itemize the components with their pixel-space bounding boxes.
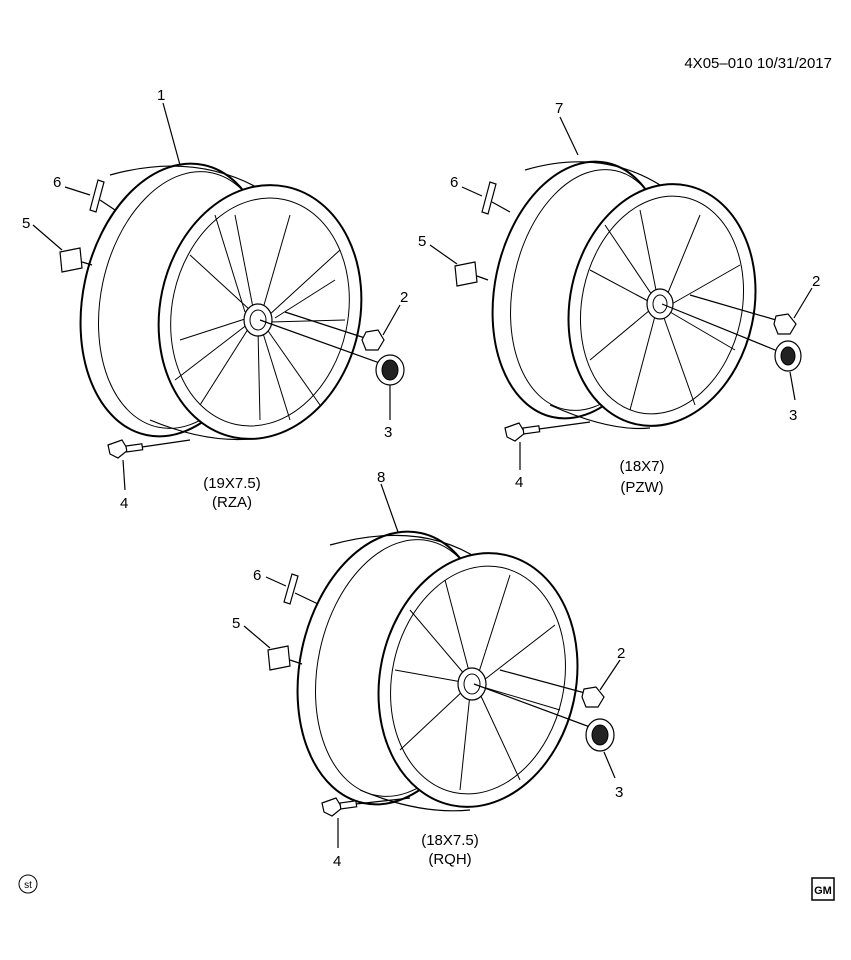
- wheel-8-face: [377, 552, 579, 808]
- callout-5: 5: [22, 215, 30, 232]
- callout-3: 3: [384, 424, 392, 441]
- callout-4: 4: [333, 853, 341, 870]
- callout-3: 3: [615, 784, 623, 801]
- wheel-1-hub: [243, 303, 273, 337]
- wheel-1-face: [157, 184, 363, 440]
- tpms-valve-icon: [504, 422, 541, 442]
- balance-weight-icon: [89, 179, 105, 213]
- lug-nut-icon: [361, 329, 385, 351]
- st-mark: st: [18, 874, 38, 894]
- callout-2: 2: [812, 273, 820, 290]
- callout-wheel-7: 7: [555, 100, 563, 117]
- center-cap-icon: [585, 718, 615, 752]
- callout-2: 2: [617, 645, 625, 662]
- wheel-1-code: (RZA): [212, 494, 252, 511]
- gm-logo-text: GM: [814, 885, 832, 897]
- callout-6: 6: [253, 567, 261, 584]
- lug-nut-icon: [581, 686, 605, 708]
- callout-6: 6: [450, 174, 458, 191]
- center-cap-icon: [774, 340, 802, 372]
- lug-nut-icon: [773, 313, 797, 335]
- diagram-reference: 4X05–010 10/31/2017: [684, 55, 832, 72]
- wheel-7-size: (18X7): [619, 458, 664, 475]
- balance-weight-icon: [283, 573, 299, 605]
- callout-4: 4: [120, 495, 128, 512]
- wheel-label-icon: [267, 645, 291, 671]
- callout-5: 5: [232, 615, 240, 632]
- callout-3: 3: [789, 407, 797, 424]
- wheel-group-7: 6 5 7 2 3 4 (18X7) (PZW): [418, 100, 820, 496]
- wheel-1-size: (19X7.5): [203, 475, 261, 492]
- gm-logo: GM: [811, 877, 835, 901]
- callout-4: 4: [515, 474, 523, 491]
- st-mark-text: st: [24, 880, 32, 891]
- wheel-group-1: 6 5 1 2 3 4 (19X7.5) (RZA: [22, 87, 408, 512]
- callout-6: 6: [53, 174, 61, 191]
- wheel-label-icon: [59, 247, 83, 273]
- wheel-group-8: 6 5 8 2 3 4 (18X7.5) (RQH): [232, 469, 625, 870]
- wheel-8-hub: [457, 667, 487, 701]
- wheel-label-icon: [454, 261, 478, 287]
- wheel-8-size: (18X7.5): [421, 832, 479, 849]
- tpms-valve-icon: [321, 797, 358, 817]
- balance-weight-icon: [481, 181, 497, 215]
- tpms-valve-icon: [107, 439, 144, 459]
- wheel-7-code: (PZW): [620, 479, 663, 496]
- wheel-7-face: [567, 183, 757, 427]
- wheel-7-hub: [646, 288, 674, 320]
- center-cap-icon: [375, 354, 405, 386]
- wheel-8-code: (RQH): [428, 851, 471, 868]
- callout-wheel-8: 8: [377, 469, 385, 486]
- callout-5: 5: [418, 233, 426, 250]
- callout-2: 2: [400, 289, 408, 306]
- callout-wheel-1: 1: [157, 87, 165, 104]
